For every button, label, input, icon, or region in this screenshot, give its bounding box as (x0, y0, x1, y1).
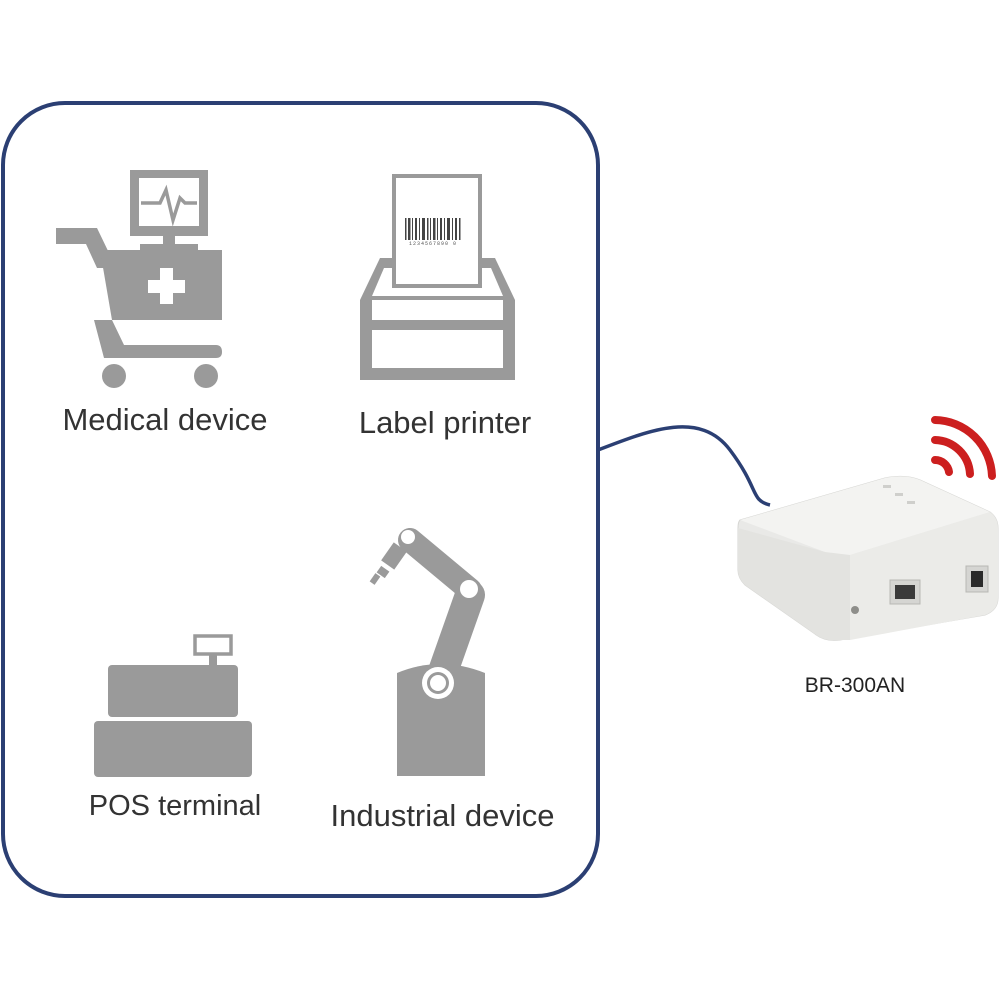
cash-register-icon (94, 634, 252, 777)
barcode-digits: 1234567890 0 (408, 241, 457, 247)
bridge-model-label: BR-300AN (804, 674, 906, 697)
connection-cable (597, 425, 771, 507)
medical-device-label: Medical device (62, 402, 268, 437)
medical-cart-icon (56, 170, 222, 388)
label-printer-icon (360, 174, 515, 380)
wireless-bridge-icon (737, 475, 999, 641)
pos-terminal-label: POS terminal (88, 790, 262, 822)
barcode (405, 218, 461, 240)
industrial-device-label: Industrial device (330, 798, 555, 833)
robot-arm-icon (369, 528, 485, 776)
label-printer-label: Label printer (358, 405, 532, 440)
wifi-signal-icon (931, 416, 996, 480)
device-group-frame (1, 101, 600, 898)
